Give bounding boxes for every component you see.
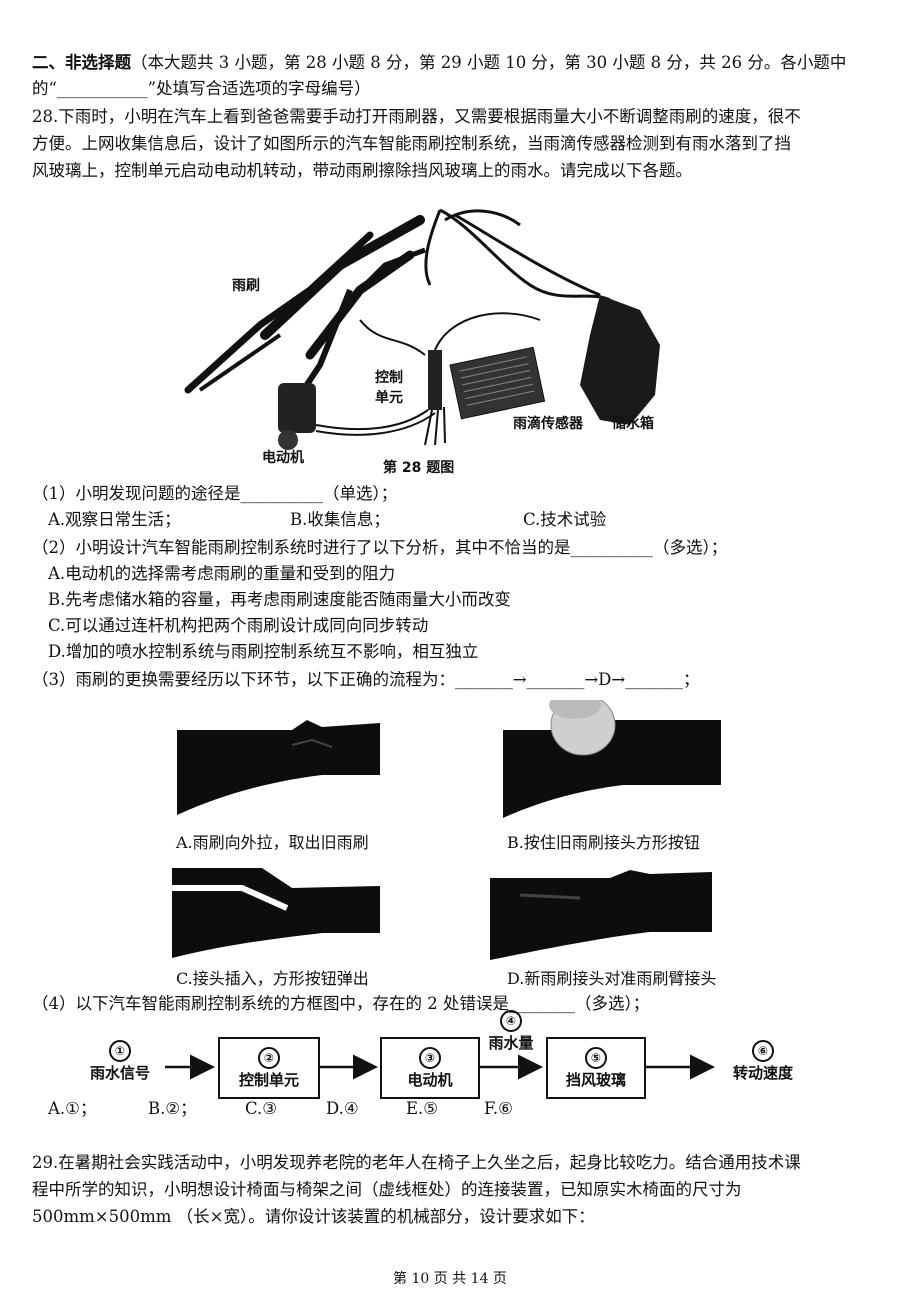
node-5-label: 挡风玻璃 [565, 1070, 626, 1089]
q28-figure: 雨刷 控制 单元 雨滴传感器 储水箱 电动机 第 28 题图 [170, 195, 710, 480]
q28-sub2-option-c: C.可以通过连杆机构把两个雨刷设计成同向同步转动 [48, 616, 429, 635]
photo-step-c [172, 858, 380, 958]
node-1-label: 雨水信号 [89, 1064, 150, 1082]
caption-step-c: C.接头插入，方形按钮弹出 [176, 969, 369, 988]
photo-step-b [503, 700, 721, 818]
node-1: ① 雨水信号 [80, 1040, 160, 1083]
node-4-number: ④ [500, 1010, 522, 1032]
section-header: 二、非选择题（本大题共 3 小题，第 28 小题 8 分，第 29 小题 10 … [32, 50, 846, 76]
node-4-label: 雨水量 [488, 1034, 534, 1052]
node-2-number: ② [258, 1046, 280, 1069]
caption-step-d: D.新雨刷接头对准雨刷臂接头 [507, 969, 717, 988]
section-desc: （本大题共 3 小题，第 28 小题 8 分，第 29 小题 10 分，第 30… [131, 53, 847, 72]
node-5-box: ⑤ 挡风玻璃 [546, 1037, 646, 1099]
fig-label-motor: 电动机 [262, 450, 304, 466]
section-title: 二、非选择题 [32, 53, 131, 72]
q28-intro-3: 风玻璃上，控制单元启动电动机转动，带动雨刷擦除挡风玻璃上的雨水。请完成以下各题。 [32, 161, 692, 180]
node-6-label: 转动速度 [732, 1064, 793, 1082]
q28-sub2-option-d: D.增加的喷水控制系统与雨刷控制系统互不影响，相互独立 [48, 642, 479, 661]
node-3-number: ③ [419, 1046, 441, 1069]
node-3-label: 电动机 [407, 1070, 453, 1089]
q28-sub4-option-d: D.④ [326, 1099, 359, 1118]
node-4: ④ 雨水量 [476, 1010, 546, 1053]
fig-label-wiper: 雨刷 [232, 278, 260, 294]
q28-sub4-stem: （4）以下汽车智能雨刷控制系统的方框图中，存在的 2 处错误是________（… [32, 994, 650, 1013]
node-2-label: 控制单元 [238, 1070, 299, 1089]
section-desc-2: 的“___________”处填写合适选项的字母编号） [32, 79, 371, 98]
caption-step-b: B.按住旧雨刷接头方形按钮 [507, 833, 700, 852]
q28-sub1-option-b: B.收集信息； [290, 510, 390, 529]
q28-sub2-option-a: A.电动机的选择需考虑雨刷的重量和受到的阻力 [48, 564, 396, 583]
node-3-box: ③ 电动机 [380, 1037, 480, 1099]
node-6: ⑥ 转动速度 [718, 1040, 808, 1083]
q28-sub1-option-a: A.观察日常生活； [48, 510, 181, 529]
fig-label-unit: 单元 [375, 390, 403, 406]
page-footer: 第 10 页 共 14 页 [393, 1271, 507, 1287]
q29-line-1: 29.在暑期社会实践活动中，小明发现养老院的老年人在椅子上久坐之后，起身比较吃力… [32, 1153, 801, 1172]
wiper-system-illustration [184, 208, 660, 450]
fig-caption: 第 28 题图 [383, 460, 455, 476]
photo-step-d [490, 860, 712, 960]
q28-sub4-option-b: B.②； [148, 1099, 197, 1118]
q28-intro-1: 28.下雨时，小明在汽车上看到爸爸需要手动打开雨刷器，又需要根据雨量大小不断调整… [32, 107, 801, 126]
fig-label-sensor: 雨滴传感器 [513, 416, 583, 432]
q28-sub1-option-c: C.技术试验 [523, 510, 607, 529]
q28-sub4-option-e: E.⑤ [406, 1099, 439, 1118]
q28-sub4-option-f: F.⑥ [484, 1099, 513, 1118]
q28-sub4-option-a: A.①； [48, 1099, 97, 1118]
q29-line-2: 程中所学的知识，小明想设计椅面与椅架之间（虚线框处）的连接装置，已知原实木椅面的… [32, 1180, 742, 1199]
q28-sub3-stem: （3）雨刷的更换需要经历以下环节，以下正确的流程为：_______→______… [32, 670, 700, 689]
fig-label-tank: 储水箱 [612, 416, 654, 432]
photo-step-a [172, 705, 380, 815]
node-2-box: ② 控制单元 [218, 1037, 320, 1099]
block-diagram: ① 雨水信号 ② 控制单元 ③ 电动机 ④ 雨水量 ⑤ 挡风玻璃 ⑥ 转动速度 [70, 1010, 830, 1099]
q28-sub1-stem: （1）小明发现问题的途径是__________（单选）； [32, 484, 398, 503]
node-6-number: ⑥ [752, 1040, 774, 1062]
caption-step-a: A.雨刷向外拉，取出旧雨刷 [176, 833, 369, 852]
node-1-number: ① [109, 1040, 131, 1062]
node-5-number: ⑤ [585, 1046, 607, 1069]
q29-line-3: 500mm×500mm （长×宽）。请你设计该装置的机械部分，设计要求如下： [32, 1207, 595, 1226]
fig-label-control: 控制 [375, 370, 403, 386]
q28-sub4-option-c: C.③ [245, 1099, 278, 1118]
q28-intro-2: 方便。上网收集信息后，设计了如图所示的汽车智能雨刷控制系统，当雨滴传感器检测到有… [32, 134, 791, 153]
q28-sub2-stem: （2）小明设计汽车智能雨刷控制系统时进行了以下分析，其中不恰当的是_______… [32, 538, 728, 557]
q28-sub2-option-b: B.先考虑储水箱的容量，再考虑雨刷速度能否随雨量大小而改变 [48, 590, 511, 609]
